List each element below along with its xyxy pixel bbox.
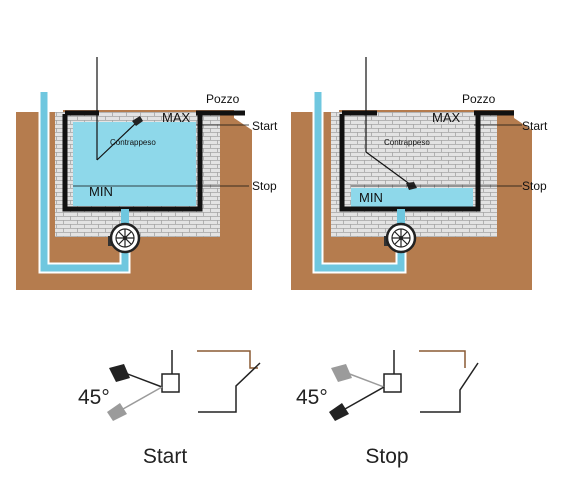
- outlet-pipe-water: [314, 92, 405, 272]
- float: [132, 116, 143, 126]
- min-label: MIN: [359, 190, 383, 205]
- tank-wall: [62, 114, 203, 212]
- float-grey: [107, 403, 127, 421]
- switch-diagram-start: 45°: [78, 350, 261, 421]
- well-label: Pozzo: [462, 92, 496, 106]
- float-arm-dark: [344, 386, 385, 410]
- outlet-pipe-water: [40, 92, 129, 272]
- contact-black: [198, 362, 261, 413]
- max-label: MAX: [162, 110, 191, 125]
- well-diagram-start: Pozzo MAX MIN Start Stop Contrappeso: [16, 57, 278, 290]
- float-arm-dark: [124, 372, 163, 388]
- contact-brown: [197, 350, 258, 369]
- float-dark: [109, 364, 130, 382]
- counterweight-label: Contrappeso: [384, 138, 430, 147]
- brick-wall: [331, 112, 497, 237]
- stop-label: Stop: [522, 179, 547, 193]
- angle-label: 45°: [78, 386, 110, 409]
- tank-wall: [339, 114, 481, 212]
- water: [351, 188, 473, 207]
- start-caption: Start: [142, 445, 188, 468]
- max-label: MAX: [432, 110, 461, 125]
- float-arm-grey: [122, 386, 163, 410]
- stop-caption: Stop: [365, 445, 409, 468]
- start-label: Start: [252, 119, 278, 133]
- stop-label: Stop: [252, 179, 277, 193]
- float-grey: [331, 364, 352, 382]
- pump: [108, 222, 141, 254]
- counterweight-label: Contrappeso: [110, 138, 156, 147]
- float-arm-grey: [346, 372, 385, 388]
- well-diagram-stop: Pozzo MAX MIN Start Stop Contrappeso: [291, 57, 548, 290]
- contact-brown: [419, 350, 466, 368]
- pump: [384, 222, 417, 254]
- water: [73, 122, 196, 206]
- start-label: Start: [522, 119, 548, 133]
- min-label: MIN: [89, 184, 113, 199]
- float-dark: [329, 403, 349, 421]
- angle-label: 45°: [296, 386, 328, 409]
- float-cable-angled: [96, 121, 138, 161]
- switch-body: [161, 373, 180, 393]
- switch-body: [383, 373, 402, 393]
- float-cable-angled: [365, 151, 412, 186]
- well-label: Pozzo: [206, 92, 240, 106]
- switch-diagram-stop: 45°: [296, 350, 479, 421]
- contact-black: [420, 362, 479, 413]
